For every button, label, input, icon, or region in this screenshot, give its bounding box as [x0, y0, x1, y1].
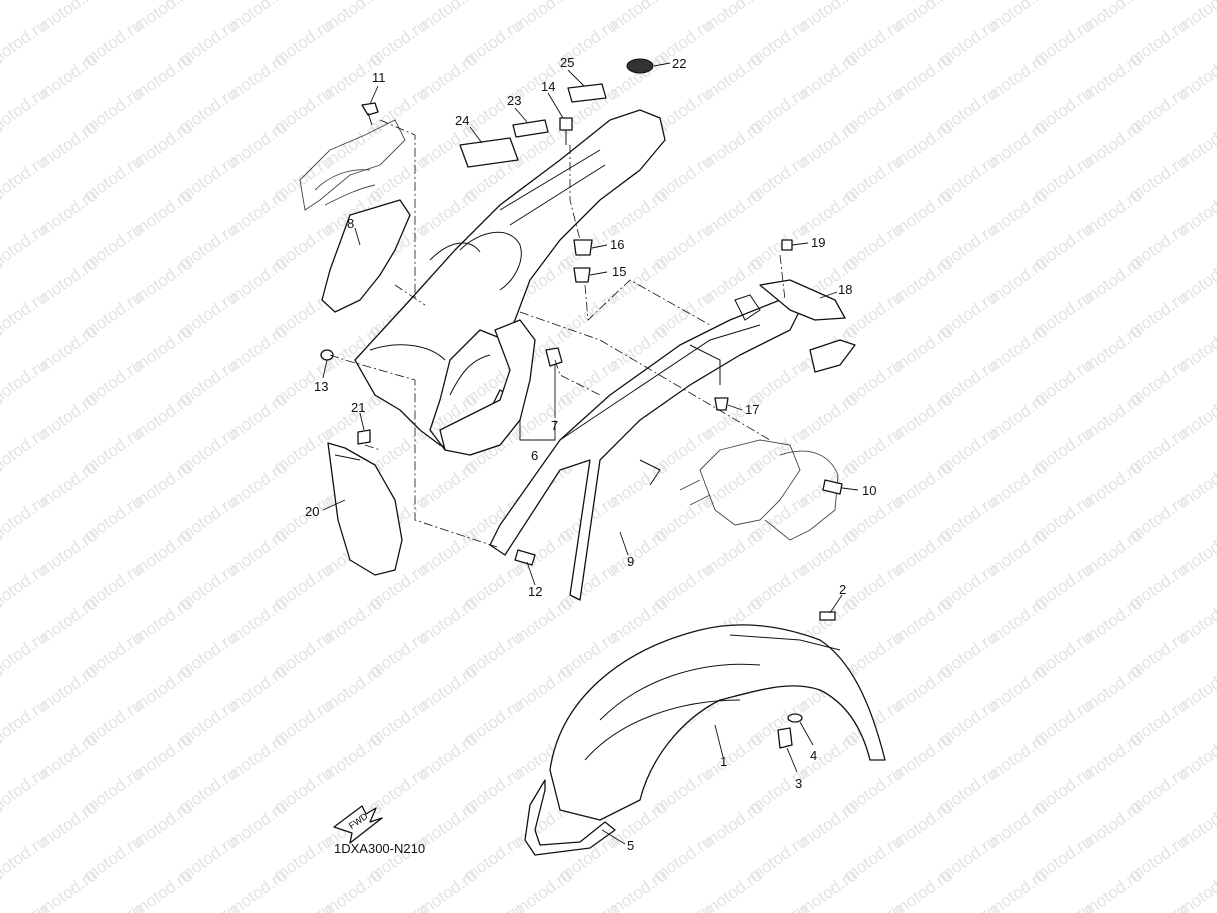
side-cover-8: [321, 199, 411, 313]
callout-10: 10: [862, 483, 876, 498]
callout-9: 9: [627, 554, 634, 569]
callout-15: 15: [612, 264, 626, 279]
callout-19: 19: [811, 235, 825, 250]
callouts: 11 14 25 22 23 24 16 15 19 18 17 10 9 12…: [305, 55, 876, 853]
rear-frame-9: [489, 299, 801, 601]
callout-16: 16: [610, 237, 624, 252]
callout-18: 18: [838, 282, 852, 297]
callout-17: 17: [745, 402, 759, 417]
front-fender-1: [549, 624, 886, 821]
callout-8: 8: [347, 216, 354, 231]
callout-24: 24: [455, 113, 469, 128]
frame-sketch-left: [299, 119, 406, 211]
inner-guard-6: [439, 319, 536, 456]
mud-flap-20: [327, 442, 403, 576]
callout-23: 23: [507, 93, 521, 108]
bracket-18: [734, 279, 856, 373]
decals: [459, 58, 654, 168]
callout-13: 13: [314, 379, 328, 394]
callout-25: 25: [560, 55, 574, 70]
callout-12: 12: [528, 584, 542, 599]
callout-22: 22: [672, 56, 686, 71]
callout-4: 4: [810, 748, 817, 763]
callout-14: 14: [541, 79, 555, 94]
callout-20: 20: [305, 504, 319, 519]
callout-3: 3: [795, 776, 802, 791]
guard-strip-5: [524, 779, 616, 856]
frame-sketch-right: [679, 439, 839, 541]
callout-21: 21: [351, 400, 365, 415]
callout-2: 2: [839, 582, 846, 597]
callout-7: 7: [551, 418, 558, 433]
callout-11: 11: [372, 70, 386, 85]
alignment-lines: [329, 119, 786, 549]
diagram-code: 1DXA300-N210: [334, 841, 425, 856]
callout-5: 5: [627, 838, 634, 853]
leader-lines: [322, 62, 859, 845]
fwd-arrow: FWD: [333, 805, 383, 844]
callout-1: 1: [720, 754, 727, 769]
hardware: [320, 102, 843, 749]
callout-6: 6: [531, 448, 538, 463]
